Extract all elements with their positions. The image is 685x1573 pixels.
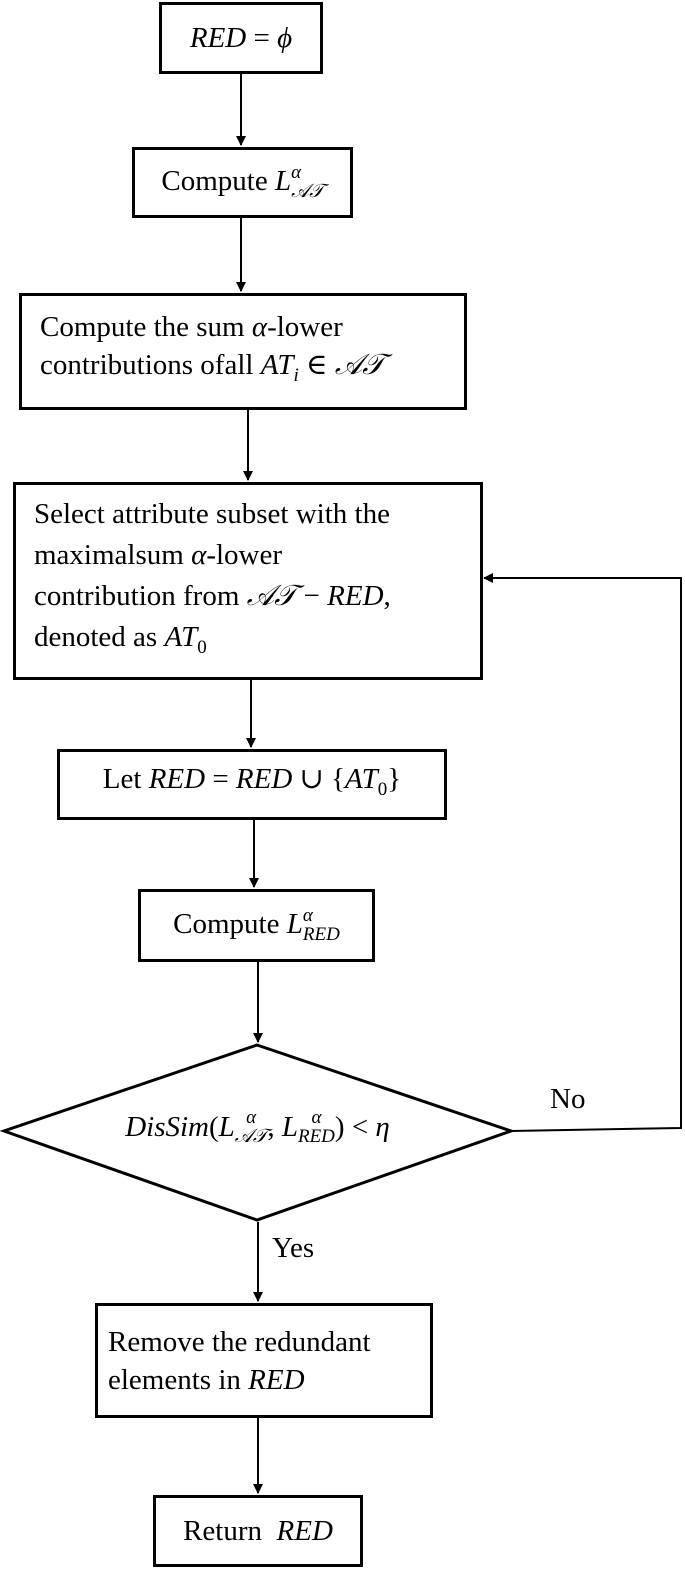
equals-op: = [205, 763, 236, 796]
alpha-sup: α [246, 1107, 257, 1129]
red-var: RED [276, 1515, 333, 1547]
sum-line1-a: Compute the sum [40, 311, 252, 344]
red-var: RED [189, 22, 247, 54]
phi-symbol: ϕ [277, 22, 293, 54]
alpha-sup: α [311, 1107, 322, 1129]
at-symbol: AT [345, 763, 378, 796]
let-word: Let [102, 763, 149, 796]
open-paren: ( [208, 1111, 219, 1143]
close-paren-lt: ) < [334, 1111, 376, 1143]
i-sub: i [293, 364, 299, 386]
arrow-no-loop [483, 573, 682, 1132]
select-line3-a: contribution from [34, 580, 247, 613]
let-red-box: Let RED = RED ∪ {AT0} [57, 749, 447, 820]
eta-symbol: η [375, 1111, 390, 1143]
select-box: Select attribute subset with the maximal… [13, 482, 483, 680]
sum-contrib-text: Compute the sum α-lower contributions of… [40, 308, 384, 395]
red-var: RED [248, 1363, 305, 1396]
remove-text: Remove the redundant elements in RED [108, 1323, 371, 1399]
comma: , [267, 1111, 282, 1143]
no-label: No [550, 1083, 586, 1115]
init-box: RED = ϕ [159, 2, 323, 74]
sum-contrib-box: Compute the sum α-lower contributions of… [19, 293, 467, 410]
select-line4-a: denoted as [34, 621, 165, 654]
red-var: RED [148, 763, 206, 796]
let-red-text: Let RED = RED ∪ {AT0} [103, 760, 401, 809]
at-set: 𝒜𝒯 [334, 349, 385, 382]
sum-line1-b: -lower [267, 311, 343, 344]
return-word: Return [183, 1515, 277, 1547]
red-var: RED [327, 580, 384, 613]
red-sub: RED [302, 923, 340, 945]
equals-op: = [246, 22, 278, 54]
close-brace: } [387, 763, 402, 796]
select-line2-a: maximalsum [34, 539, 192, 572]
at-set: 𝒜𝒯 [246, 580, 297, 613]
union-op: ∪ { [292, 763, 346, 796]
l-symbol: L [218, 1111, 235, 1143]
red-var: RED [235, 763, 293, 796]
yes-label: Yes [272, 1232, 315, 1264]
alpha-symbol: α [251, 311, 268, 344]
l-symbol: L [286, 908, 303, 941]
return-box: Return RED [153, 1495, 363, 1567]
red-sub: RED [297, 1126, 335, 1148]
zero-sub: 0 [197, 636, 207, 658]
dissim-fn: DisSim [125, 1111, 209, 1143]
at-sub: 𝒜𝒯 [291, 180, 324, 202]
return-text: Return RED [183, 1512, 333, 1550]
at-symbol: AT [260, 349, 294, 382]
compute-word: Compute [161, 165, 275, 198]
at-sub: 𝒜𝒯 [234, 1126, 268, 1148]
select-text: Select attribute subset with the maximal… [34, 494, 391, 668]
zero-sub: 0 [377, 778, 388, 800]
compute-word: Compute [173, 908, 287, 941]
alpha-symbol: α [191, 539, 207, 572]
l-symbol: L [281, 1111, 298, 1143]
alpha-sup: α [291, 161, 302, 183]
l-symbol: L [274, 165, 292, 198]
sum-line2-a: contributions ofall [40, 349, 261, 382]
element-of: ∈ [298, 349, 335, 382]
comma: , [383, 580, 391, 613]
select-line1: Select attribute subset with the [34, 498, 390, 531]
alpha-sup: α [302, 904, 313, 926]
init-text: RED = ϕ [190, 19, 292, 57]
minus-op: − [296, 580, 328, 613]
at-symbol: AT [164, 621, 198, 654]
decision-diamond [0, 1043, 516, 1222]
remove-line1: Remove the redundant [108, 1325, 371, 1358]
remove-box: Remove the redundant elements in RED [95, 1303, 433, 1418]
select-line2-b: -lower [206, 539, 282, 572]
remove-line2-a: elements in [108, 1363, 249, 1396]
